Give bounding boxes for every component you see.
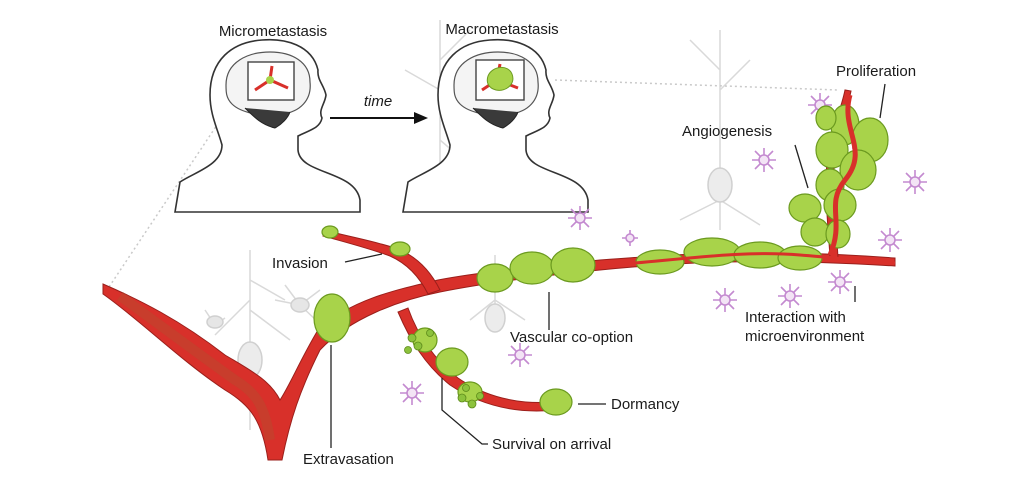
proliferation-label: Proliferation xyxy=(836,63,916,80)
vessel-through-proliferation xyxy=(827,94,858,256)
extravasation-label: Extravasation xyxy=(303,451,394,468)
macrometastasis-label: Macrometastasis xyxy=(445,21,558,38)
survival-on-arrival-label: Survival on arrival xyxy=(492,436,611,453)
vascular-co-option-label: Vascular co-option xyxy=(510,329,633,346)
zoom-guide-lines xyxy=(104,79,839,294)
microglia-cells xyxy=(400,93,927,405)
micrometastasis-label: Micrometastasis xyxy=(219,23,327,40)
small-tumor-dots xyxy=(404,329,484,409)
leader-lines xyxy=(330,83,886,448)
vessel-trunk xyxy=(102,252,896,461)
head-macrometastasis xyxy=(402,38,589,213)
time-arrow xyxy=(330,112,428,124)
tumor-cells xyxy=(313,104,889,416)
angiogenesis-label: Angiogenesis xyxy=(682,123,772,140)
time-label: time xyxy=(364,93,392,110)
vessel-invasion-branch xyxy=(322,229,441,295)
interaction-label-line2: microenvironment xyxy=(745,328,865,345)
interaction-label-line1: Interaction with xyxy=(745,309,846,326)
invasion-label: Invasion xyxy=(272,255,328,272)
head-micrometastasis xyxy=(174,38,361,213)
dormancy-label: Dormancy xyxy=(611,396,680,413)
